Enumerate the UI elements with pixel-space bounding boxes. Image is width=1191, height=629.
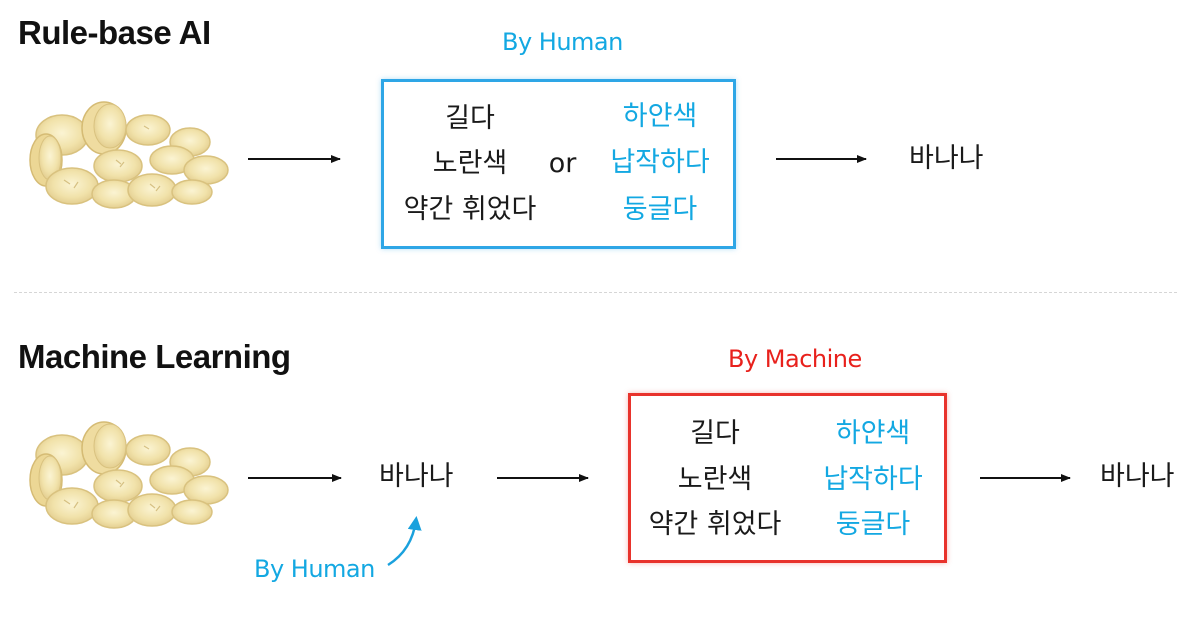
rule-feature-box (381, 79, 736, 249)
ml-feature-right-2: 납작하다 (823, 464, 923, 495)
ml-feature-left-1: 길다 (690, 418, 740, 449)
rule-feature-right-3: 둥글다 (622, 194, 698, 225)
ml-by-human-label: By Human (254, 555, 375, 583)
ml-result: 바나나 (1100, 461, 1175, 492)
ml-feature-left-2: 노란색 (677, 464, 753, 495)
ml-feature-right-1: 하얀색 (835, 418, 911, 449)
rule-section-title: Rule-base AI (18, 14, 211, 51)
rule-feature-left-1: 길다 (445, 103, 495, 134)
rule-by-human-label: By Human (502, 28, 623, 56)
rule-or-connector: or (548, 148, 577, 179)
ml-banana-slices-image (29, 421, 229, 529)
ml-section-title: Machine Learning (18, 338, 291, 375)
ml-by-machine-label: By Machine (728, 345, 862, 373)
rule-feature-right-2: 납작하다 (610, 147, 710, 178)
rule-result: 바나나 (909, 143, 984, 174)
ml-feature-left-3: 약간 휘었다 (648, 509, 782, 540)
ml-label-input: 바나나 (379, 461, 454, 492)
rule-banana-slices-image (29, 101, 229, 209)
section-divider (14, 292, 1177, 293)
ml-feature-right-3: 둥글다 (835, 509, 911, 540)
ml-human-label-curved-arrow-icon (387, 516, 422, 567)
ml-feature-box (628, 393, 947, 563)
rule-feature-left-2: 노란색 (432, 148, 508, 179)
rule-feature-right-1: 하얀색 (622, 101, 698, 132)
rule-feature-left-3: 약간 휘었다 (403, 194, 537, 225)
